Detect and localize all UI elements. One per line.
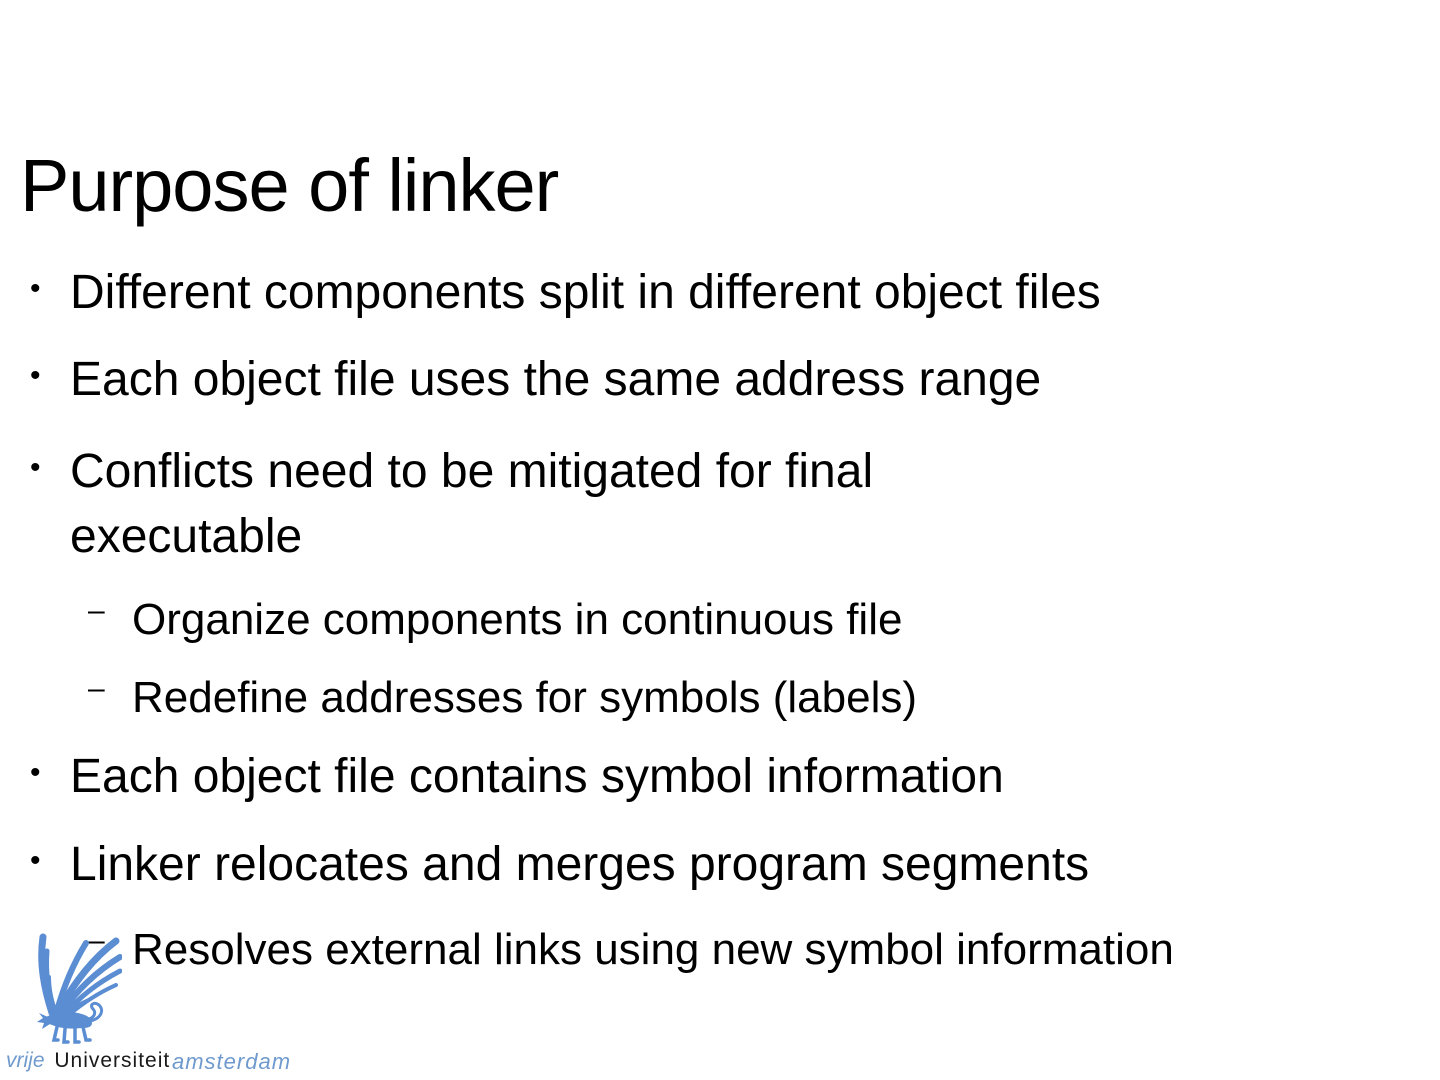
bullet-dot-marker: • [30, 451, 41, 484]
dash-marker: – [88, 672, 105, 705]
bullet-text: Linker relocates and merges program segm… [70, 838, 1090, 891]
bullet-item: • Linker relocates and merges program se… [30, 832, 1410, 897]
bullet-item: • Each object file contains symbol infor… [30, 744, 1410, 809]
bullet-item: • Each object file uses the same address… [30, 347, 1410, 412]
sub-bullet-text: Redefine addresses for symbols (labels) [132, 673, 918, 722]
bullet-dot-marker: • [30, 756, 41, 789]
bullet-item: • Different components split in differen… [30, 260, 1410, 325]
bullet-dot-marker: • [30, 272, 41, 305]
sub-bullet-item: – Resolves external links using new symb… [88, 922, 1418, 978]
bullet-text: Conflicts need to be mitigated for final… [70, 445, 874, 563]
sub-bullet-text: Resolves external links using new symbol… [132, 925, 1174, 974]
bullet-text: Each object file uses the same address r… [70, 353, 1042, 406]
bullet-item: • Conflicts need to be mitigated for fin… [30, 439, 1010, 569]
wordmark-amsterdam: amsterdam [172, 1049, 292, 1074]
wordmark-universiteit: Universiteit [54, 1049, 171, 1072]
bullet-text: Different components split in different … [70, 266, 1101, 319]
bullet-dot-marker: • [30, 359, 41, 392]
sub-bullet-item: – Organize components in continuous file [88, 592, 1408, 648]
vu-wordmark: vrije Universiteit [6, 1049, 170, 1073]
dash-marker: – [88, 594, 105, 627]
sub-bullet-text: Organize components in continuous file [132, 595, 903, 644]
bullet-text: Each object file contains symbol informa… [70, 750, 1004, 803]
vu-griffin-logo [37, 933, 122, 1044]
bullet-dot-marker: • [30, 844, 41, 877]
slide-title: Purpose of linker [20, 143, 559, 227]
sub-bullet-item: – Redefine addresses for symbols (labels… [88, 670, 1408, 726]
wordmark-vrije: vrije [6, 1049, 45, 1072]
dash-marker: – [88, 924, 105, 957]
